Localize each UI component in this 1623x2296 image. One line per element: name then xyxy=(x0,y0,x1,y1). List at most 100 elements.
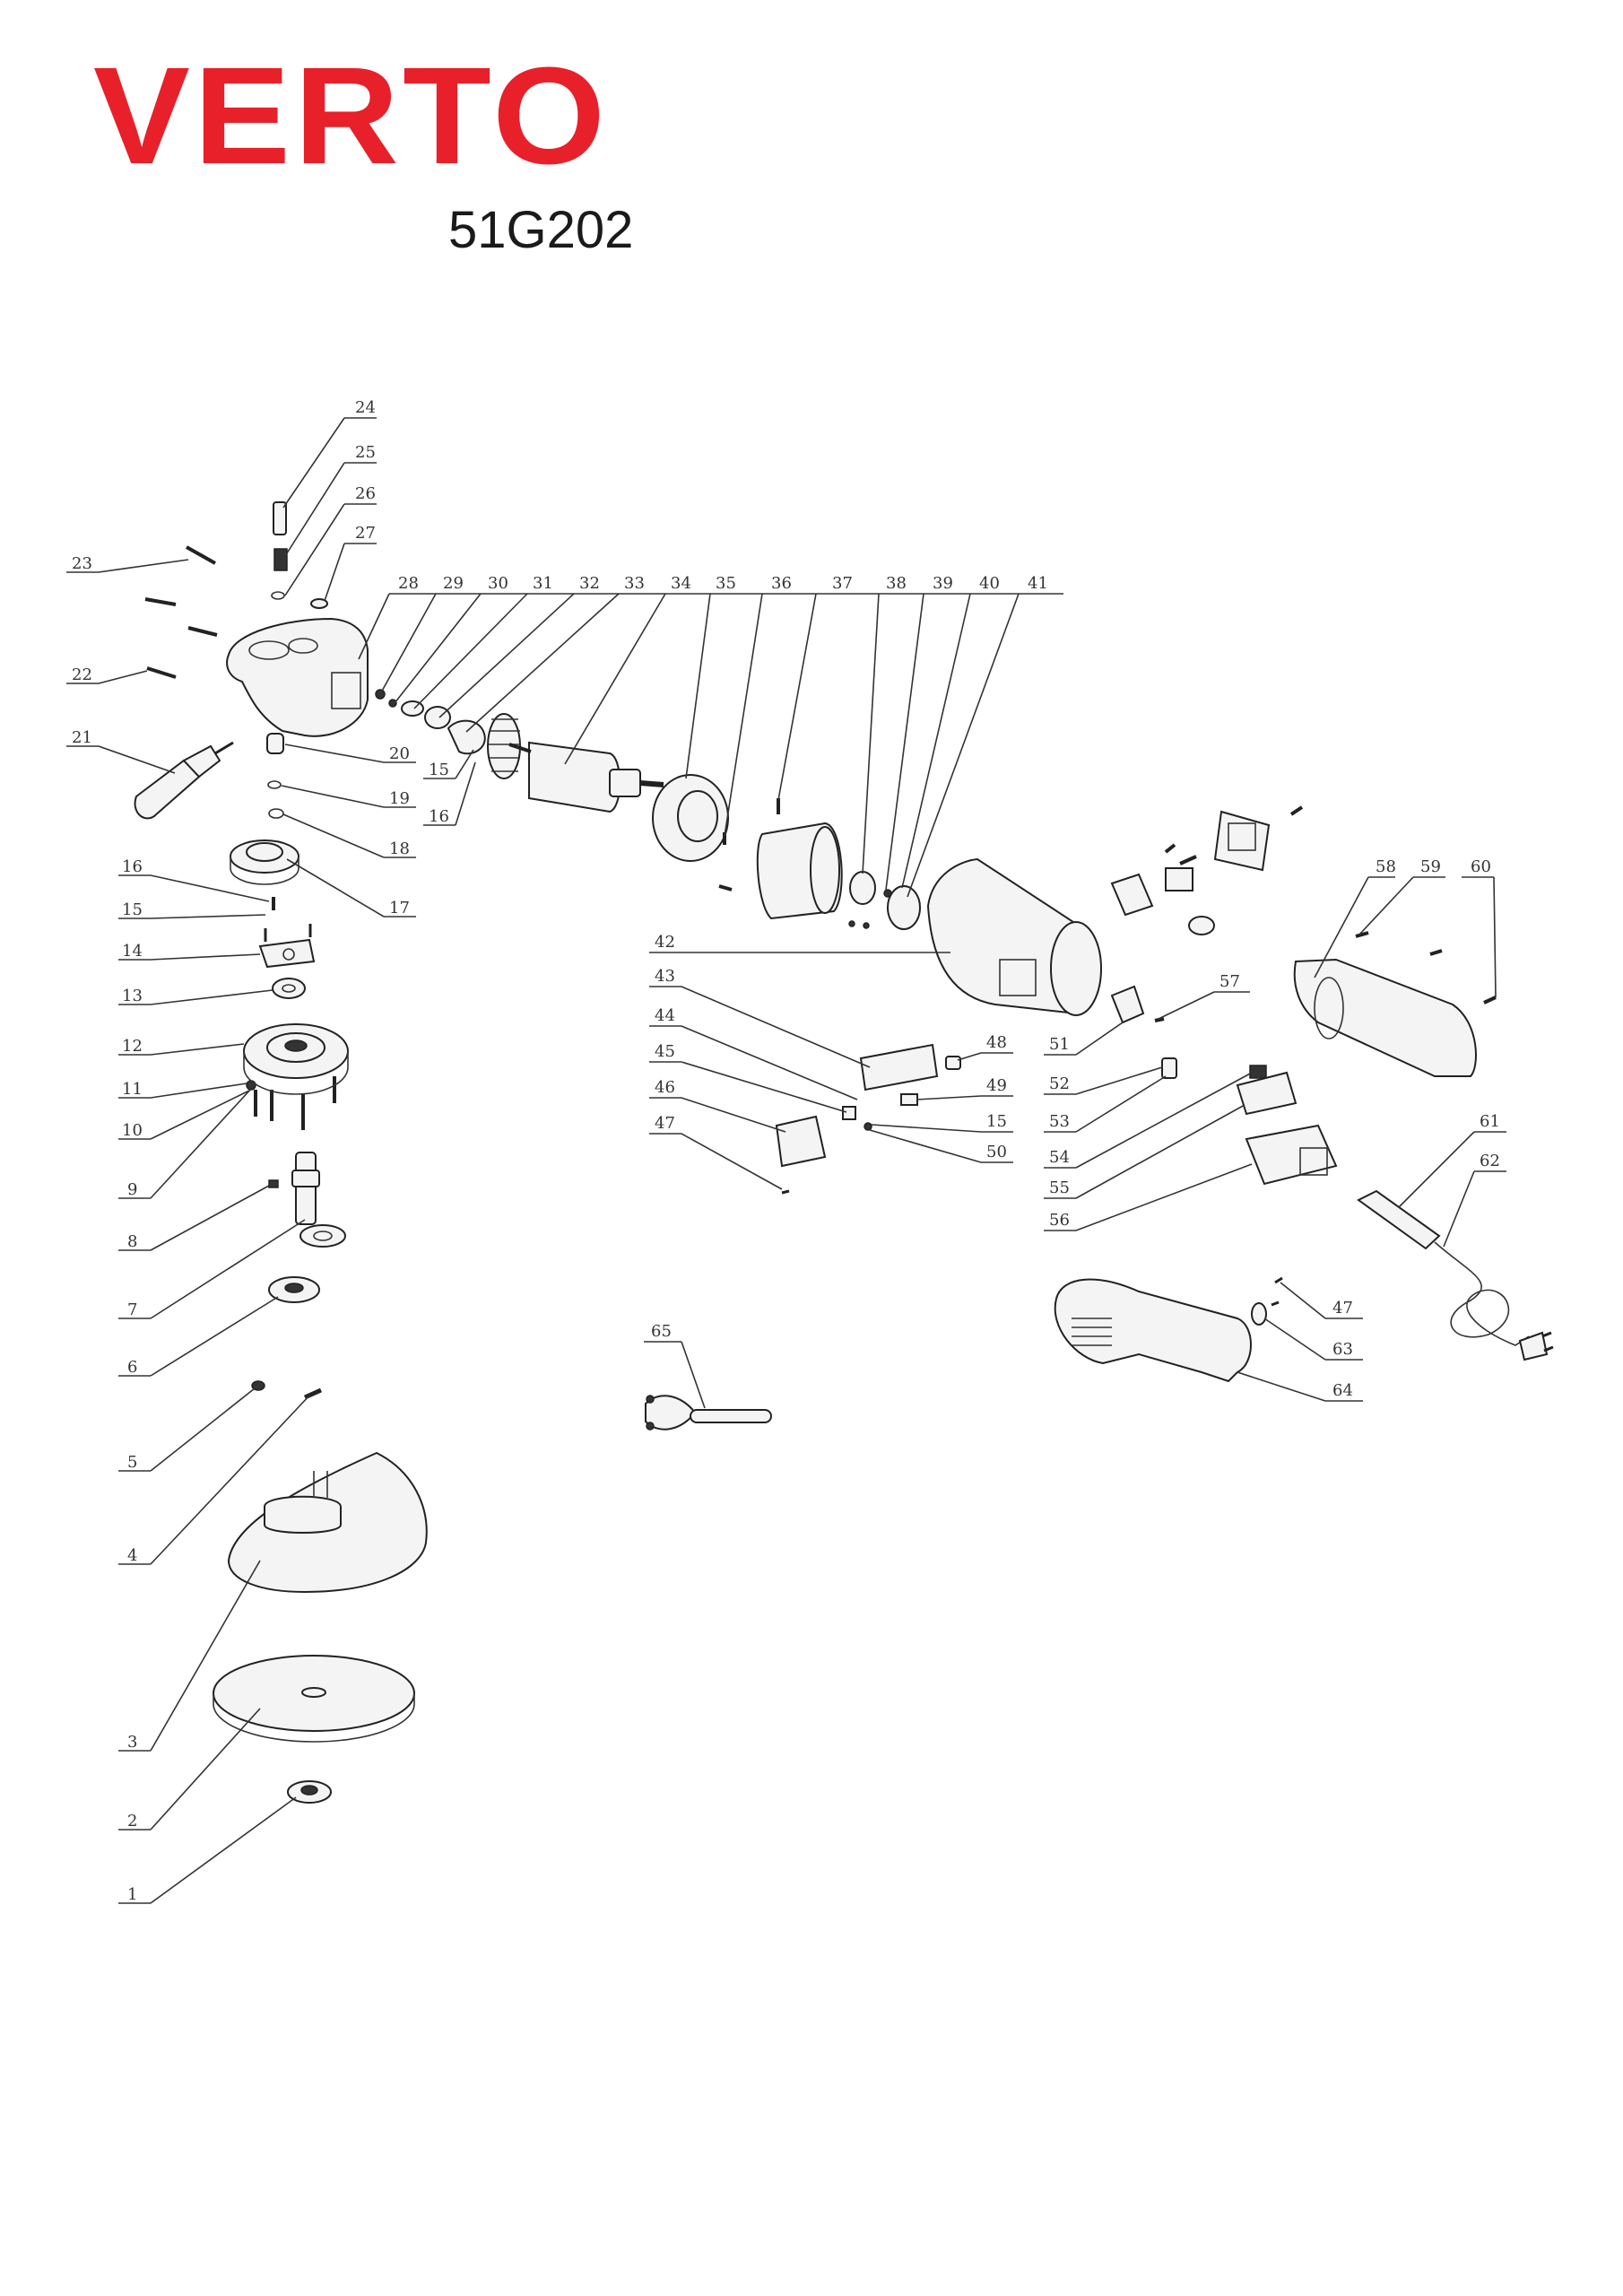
callout-4: 4 xyxy=(118,1394,311,1565)
part-22-23-screws xyxy=(144,545,218,679)
callout-51: 51 xyxy=(1044,1022,1124,1056)
callout-37: 37 xyxy=(777,574,853,801)
callout-16-mid: 16 xyxy=(423,761,476,826)
callout-label-60: 60 xyxy=(1471,857,1491,876)
callout-label-16-left: 16 xyxy=(122,857,143,876)
callout-label-9: 9 xyxy=(127,1180,137,1199)
callout-label-42: 42 xyxy=(655,933,675,952)
callout-label-49: 49 xyxy=(986,1076,1007,1095)
callout-35: 35 xyxy=(685,574,736,779)
callout-47-right: 47 xyxy=(1280,1282,1363,1319)
callout-24: 24 xyxy=(282,398,377,509)
part-10-11-screws xyxy=(246,1076,336,1130)
part-38-41-bearings xyxy=(848,871,921,930)
callout-29: 29 xyxy=(379,574,464,695)
part-15-16-small-screws-left xyxy=(264,897,312,942)
part-17-bevel-gear xyxy=(230,839,299,885)
callout-13: 13 xyxy=(118,987,273,1005)
callout-label-64: 64 xyxy=(1332,1381,1353,1400)
callout-label-62: 62 xyxy=(1480,1152,1500,1170)
callout-label-7: 7 xyxy=(127,1300,137,1319)
callout-label-52: 52 xyxy=(1049,1074,1070,1093)
part-4-guard-screw xyxy=(303,1387,323,1400)
callout-23: 23 xyxy=(66,554,189,573)
callout-64: 64 xyxy=(1237,1371,1363,1402)
part-3-wheel-guard xyxy=(227,1451,428,1594)
part-51-brush-holder-cluster xyxy=(1110,805,1304,1024)
part-6-inner-flange xyxy=(268,1276,320,1303)
callout-11: 11 xyxy=(118,1080,247,1099)
callout-48: 48 xyxy=(957,1033,1013,1061)
callout-label-14: 14 xyxy=(122,942,143,961)
part-42-motor-housing xyxy=(926,857,1102,1016)
callout-label-4: 4 xyxy=(127,1546,137,1565)
callout-label-46: 46 xyxy=(655,1078,675,1097)
callout-46: 46 xyxy=(649,1078,786,1133)
callout-32: 32 xyxy=(438,574,600,718)
callout-label-17: 17 xyxy=(389,899,410,918)
callout-10: 10 xyxy=(118,1090,250,1140)
callout-label-40: 40 xyxy=(979,574,1000,593)
callout-63: 63 xyxy=(1263,1318,1363,1361)
callout-1: 1 xyxy=(118,1796,297,1904)
callout-7: 7 xyxy=(118,1219,306,1319)
callout-label-56: 56 xyxy=(1049,1211,1070,1230)
part-24-27-spindle-lock xyxy=(271,501,328,609)
part-34-armature xyxy=(508,741,664,813)
callout-label-54: 54 xyxy=(1049,1148,1070,1167)
callout-21: 21 xyxy=(66,728,176,774)
callout-label-27: 27 xyxy=(355,524,376,543)
callout-label-47: 47 xyxy=(655,1114,675,1133)
part-37-stator xyxy=(756,798,843,920)
callout-label-44: 44 xyxy=(655,1006,675,1025)
callout-52: 52 xyxy=(1044,1066,1163,1095)
part-64-lower-handle xyxy=(1054,1278,1252,1383)
callout-6: 6 xyxy=(118,1296,279,1377)
callout-label-34: 34 xyxy=(671,574,691,593)
callout-label-6: 6 xyxy=(127,1358,137,1377)
callout-12: 12 xyxy=(118,1037,245,1056)
callout-17: 17 xyxy=(286,858,416,918)
part-2-disc xyxy=(213,1655,415,1743)
callout-label-15-mid: 15 xyxy=(429,761,449,779)
callout-8: 8 xyxy=(118,1185,270,1251)
callout-49: 49 xyxy=(916,1076,1013,1100)
callout-25: 25 xyxy=(284,443,377,557)
callout-label-35: 35 xyxy=(716,574,736,593)
callout-44: 44 xyxy=(649,1006,858,1100)
callout-57: 57 xyxy=(1158,972,1250,1020)
callout-label-21: 21 xyxy=(72,728,92,747)
callout-label-29: 29 xyxy=(443,574,464,593)
callout-label-28: 28 xyxy=(398,574,419,593)
callout-54: 54 xyxy=(1044,1072,1253,1169)
callout-label-37: 37 xyxy=(832,574,853,593)
callout-label-38: 38 xyxy=(886,574,907,593)
part-63-47-nut-screw xyxy=(1251,1276,1283,1326)
callout-27: 27 xyxy=(324,524,377,602)
callout-22: 22 xyxy=(66,665,148,684)
callout-55: 55 xyxy=(1044,1104,1245,1199)
callout-label-59: 59 xyxy=(1420,857,1441,876)
part-13-bearing xyxy=(272,978,306,999)
callout-label-45: 45 xyxy=(655,1042,675,1061)
callout-15-right: 15 xyxy=(871,1112,1013,1133)
part-43-50-switch-parts xyxy=(775,1043,961,1195)
callout-label-48: 48 xyxy=(986,1033,1007,1052)
callout-15-left: 15 xyxy=(118,900,266,919)
callout-label-13: 13 xyxy=(122,987,143,1005)
callout-label-22: 22 xyxy=(72,665,92,684)
callout-31: 31 xyxy=(413,574,553,709)
callout-label-58: 58 xyxy=(1376,857,1396,876)
callout-label-32: 32 xyxy=(579,574,600,593)
part-7-seal xyxy=(299,1224,346,1248)
callout-43: 43 xyxy=(649,967,871,1068)
callout-60: 60 xyxy=(1462,857,1497,998)
callout-61: 61 xyxy=(1398,1112,1506,1208)
callout-20: 20 xyxy=(284,744,416,763)
part-5-nut xyxy=(251,1380,265,1391)
callout-label-55: 55 xyxy=(1049,1178,1070,1197)
part-61-62-cord xyxy=(1357,1189,1554,1361)
callout-label-18: 18 xyxy=(389,839,410,858)
callout-16-left: 16 xyxy=(118,857,270,902)
callout-33: 33 xyxy=(465,574,645,733)
